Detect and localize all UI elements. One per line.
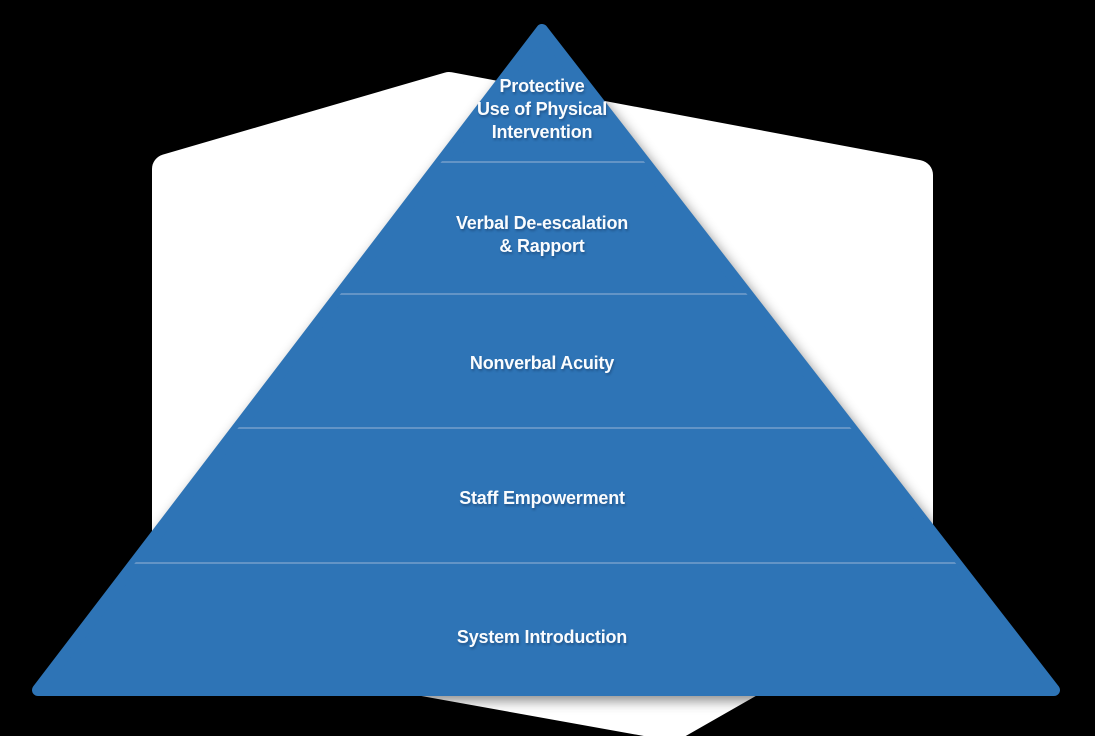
pyramid-level-2-label: Verbal De-escalation & Rapport — [456, 212, 628, 258]
pyramid-level-5-label: System Introduction — [457, 626, 627, 649]
pyramid-level-5-line-1: System Introduction — [456, 627, 628, 647]
pyramid-level-1-label: Protective Use of Physical Intervention — [477, 75, 607, 144]
pyramid-level-1-line-3: Intervention — [491, 122, 593, 142]
pyramid-level-2-line-1: Verbal De-escalation — [455, 213, 629, 233]
pyramid-level-2-line-2: & Rapport — [499, 236, 585, 256]
pyramid-level-1-line-2: Use of Physical — [476, 99, 608, 119]
pyramid-level-4-line-1: Staff Empowerment — [459, 488, 625, 508]
pyramid-level-4-label: Staff Empowerment — [459, 487, 625, 510]
pyramid-level-3-label: Nonverbal Acuity — [470, 352, 614, 375]
pyramid-level-3-line-1: Nonverbal Acuity — [469, 353, 615, 373]
pyramid-shape — [32, 24, 1060, 696]
pyramid-level-1-line-1: Protective — [499, 76, 585, 96]
